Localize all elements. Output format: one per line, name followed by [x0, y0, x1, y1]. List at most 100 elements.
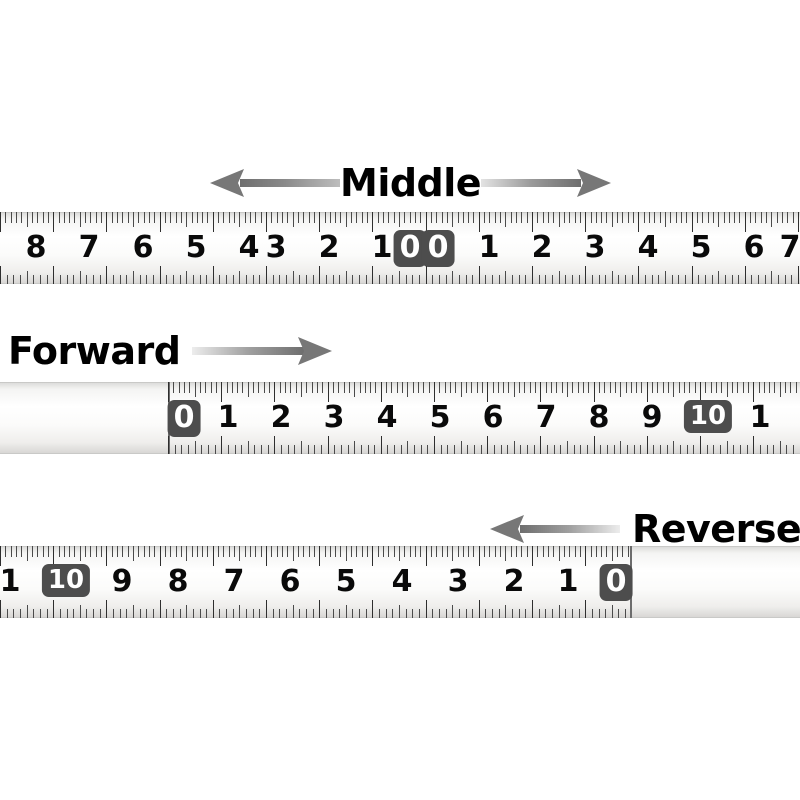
tick-mark: [500, 212, 502, 223]
tick-mark: [316, 382, 318, 393]
tick-mark: [319, 266, 321, 284]
tick-mark: [47, 212, 49, 223]
tick-mark: [434, 382, 435, 402]
tick-mark: [553, 212, 555, 223]
tick-mark: [345, 605, 347, 618]
tick-mark: [207, 445, 209, 454]
tick-mark: [260, 212, 262, 223]
tick-mark: [122, 546, 124, 557]
tick-mark: [354, 382, 356, 397]
tick-mark: [180, 212, 182, 223]
tick-mark: [234, 212, 236, 223]
tick-mark: [468, 546, 470, 557]
tick-mark: [241, 445, 243, 454]
tick-mark: [364, 382, 366, 393]
tick-mark: [465, 609, 467, 618]
scale-number-highlighted: 10: [41, 564, 91, 597]
scale-number: 1: [557, 564, 579, 599]
scale-number: 1: [371, 230, 393, 265]
tick-mark: [759, 445, 761, 454]
tick-mark: [59, 609, 61, 618]
tick-mark: [228, 546, 230, 557]
tick-mark: [26, 546, 28, 561]
tick-mark: [675, 212, 677, 223]
scale-number: 2: [318, 230, 340, 265]
tick-mark: [234, 546, 236, 557]
tick-mark: [472, 275, 474, 284]
tick-mark: [686, 445, 688, 454]
tick-mark: [191, 212, 193, 223]
tick-mark: [526, 546, 528, 557]
tick-mark: [294, 445, 296, 454]
tick-mark: [551, 609, 553, 618]
tick-mark: [359, 609, 361, 618]
tick-mark: [519, 382, 521, 393]
tick-mark: [117, 212, 119, 223]
tick-mark: [436, 546, 438, 557]
tick-mark: [19, 609, 21, 618]
tick-mark: [680, 212, 682, 223]
tick-mark: [106, 600, 108, 618]
tick-mark: [606, 546, 608, 557]
tick-mark: [133, 605, 134, 618]
tick-mark: [565, 275, 567, 284]
tick-mark: [545, 609, 547, 618]
tick-mark: [119, 609, 121, 618]
tick-mark: [212, 546, 214, 566]
tick-mark: [579, 212, 581, 223]
tick-mark: [329, 212, 331, 223]
tick-mark: [231, 382, 233, 393]
tick-mark: [414, 546, 416, 557]
tick-mark: [239, 212, 241, 227]
tick-mark: [111, 212, 113, 223]
tick-mark: [593, 436, 595, 454]
tick-mark: [521, 546, 523, 557]
scale-number: 9: [111, 564, 133, 599]
tick-mark: [498, 609, 500, 618]
tick-mark: [246, 275, 248, 284]
tick-mark: [180, 546, 182, 557]
forward-label: Forward: [8, 329, 181, 373]
tick-mark: [232, 609, 234, 618]
tick-mark: [471, 382, 473, 393]
tick-mark: [351, 212, 353, 223]
tick-mark: [196, 546, 198, 557]
tick-mark: [700, 382, 701, 402]
tick-mark: [292, 605, 294, 618]
tick-mark: [387, 445, 389, 454]
tick-mark: [266, 212, 267, 232]
scale-number: 5: [335, 564, 357, 599]
tick-mark: [409, 546, 411, 557]
tick-mark: [285, 275, 287, 284]
tick-mark: [5, 546, 7, 557]
tick-mark: [31, 546, 33, 557]
tick-mark: [186, 212, 188, 227]
tick-mark: [69, 546, 71, 557]
tick-mark: [633, 445, 635, 454]
tick-mark: [383, 546, 385, 557]
tick-mark: [585, 546, 587, 566]
tick-mark: [625, 275, 627, 284]
tick-mark: [359, 275, 361, 284]
tick-mark: [138, 546, 140, 557]
tick-mark: [785, 382, 787, 393]
tick-mark: [418, 609, 420, 618]
tick-mark: [210, 382, 212, 393]
tick-mark: [532, 212, 533, 232]
tick-mark: [166, 275, 168, 284]
tick-mark: [625, 609, 627, 618]
tick-mark: [712, 212, 714, 223]
tick-mark: [551, 382, 553, 393]
tick-mark: [399, 605, 400, 618]
scale-number: 6: [279, 564, 301, 599]
tick-mark: [377, 546, 379, 557]
tick-mark: [402, 382, 404, 393]
tick-mark: [771, 212, 773, 227]
tick-mark: [718, 271, 720, 284]
tick-mark: [191, 546, 193, 557]
tick-mark: [542, 212, 544, 223]
tick-mark: [221, 382, 223, 402]
tick-mark: [494, 212, 496, 223]
